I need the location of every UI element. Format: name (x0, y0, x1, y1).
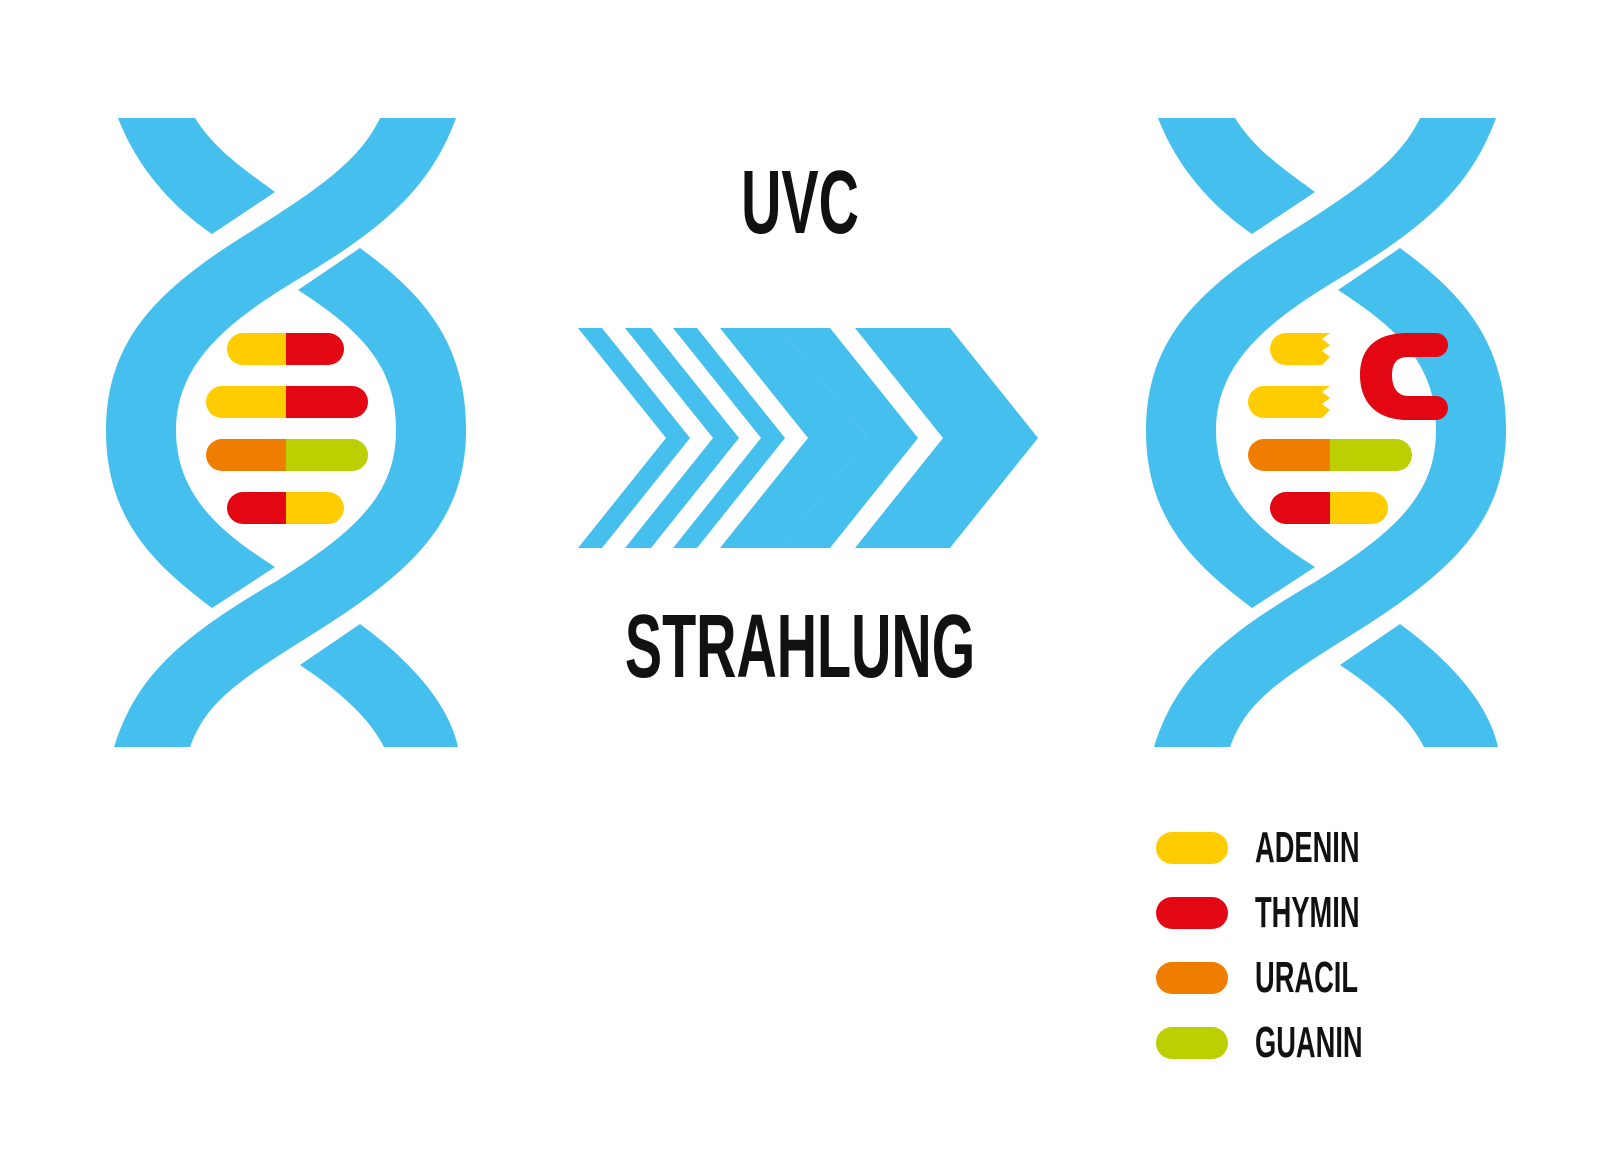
dna-helix-before (106, 118, 466, 747)
broken-base-adenin (1270, 333, 1330, 365)
helix-strand-a (118, 118, 275, 234)
base-thymin (286, 386, 368, 418)
base-pair-4 (227, 492, 344, 524)
thymine-dimer-shape (1360, 333, 1448, 420)
helix-strand-a-lower (1154, 248, 1506, 747)
chevron-1 (578, 328, 690, 548)
base-pair-4 (1270, 492, 1388, 524)
broken-pair-2 (1248, 386, 1330, 418)
legend-label-uracil: URACIL (1255, 953, 1359, 1002)
base-adenin (1330, 492, 1388, 524)
base-uracil (1248, 439, 1330, 471)
base-pair-1 (227, 333, 344, 365)
chevron-3 (673, 328, 785, 548)
legend-label-thymin: THYMIN (1255, 888, 1360, 937)
base-adenin (286, 492, 344, 524)
helix-strand-a (1158, 118, 1315, 234)
legend-swatches (1156, 832, 1228, 1059)
legend-label-guanin: GUANIN (1255, 1018, 1363, 1067)
broken-pair-1 (1270, 333, 1330, 365)
base-adenin (206, 386, 286, 418)
helix-strand-a-tail (300, 624, 458, 747)
helix-strand-a-lower (114, 248, 466, 747)
base-guanin (1330, 439, 1412, 471)
helix-strand-a-tail (1340, 624, 1498, 747)
base-pair-2 (206, 386, 368, 418)
base-pair-3 (1248, 439, 1412, 471)
chevron-5 (780, 328, 918, 548)
chevron-arrow-icon (578, 328, 1038, 548)
chevron-6 (855, 328, 1038, 548)
helix-strand-b (1146, 118, 1496, 608)
legend-swatch-uracil (1156, 962, 1228, 994)
thymine-dimer (1360, 333, 1448, 420)
base-adenin (227, 333, 286, 365)
base-pair-3 (206, 439, 368, 471)
chevron-4 (720, 328, 868, 548)
legend-label-adenin: ADENIN (1255, 823, 1360, 872)
base-guanin (286, 439, 368, 471)
strahlung-title: STRAHLUNG (624, 597, 976, 697)
helix-strand-b (106, 118, 456, 608)
base-thymin (1270, 492, 1330, 524)
base-pairs-before (206, 333, 368, 524)
chevron-2 (625, 328, 739, 548)
broken-base-adenin (1248, 386, 1330, 418)
legend-swatch-guanin (1156, 1027, 1228, 1059)
dna-helix-after (1146, 118, 1506, 747)
base-thymin (286, 333, 344, 365)
uvc-title: UVC (741, 153, 859, 253)
base-pairs-after (1248, 333, 1448, 524)
legend-swatch-adenin (1156, 832, 1228, 864)
base-thymin (227, 492, 286, 524)
legend-swatch-thymin (1156, 897, 1228, 929)
base-uracil (206, 439, 286, 471)
